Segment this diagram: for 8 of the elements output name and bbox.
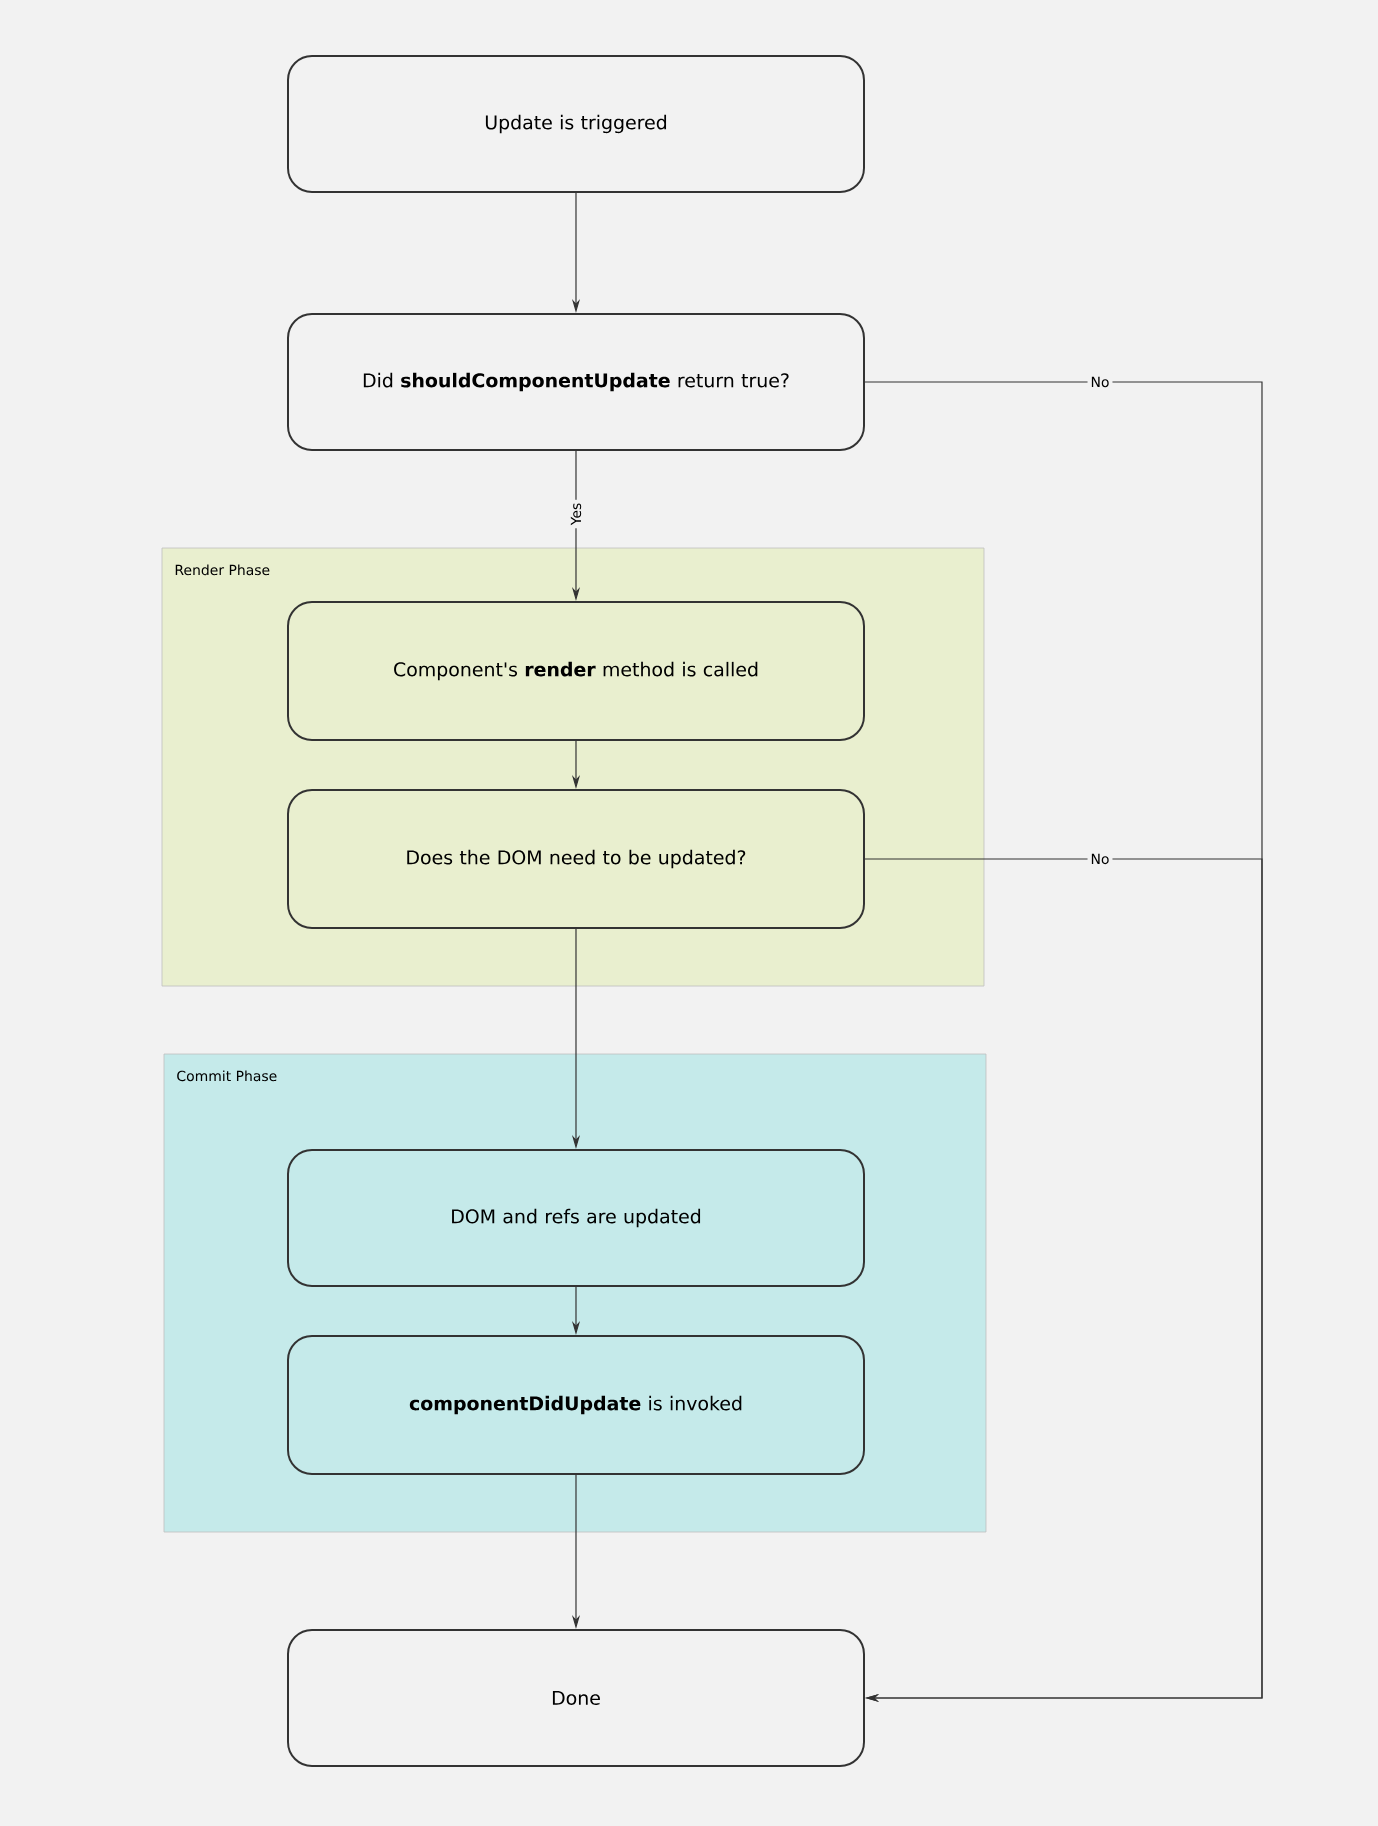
process-box: Update is triggered [287,55,865,193]
process-box: Done [287,1629,865,1767]
process-box: componentDidUpdate is invoked [287,1335,865,1475]
arrow [864,858,1263,1703]
process-box: DOM and refs are updated [287,1149,865,1287]
process-box: Did shouldComponentUpdate return true? [287,313,865,451]
process-box: Does the DOM need to be updated? [287,789,865,929]
process-box: Component's render method is called [287,601,865,741]
